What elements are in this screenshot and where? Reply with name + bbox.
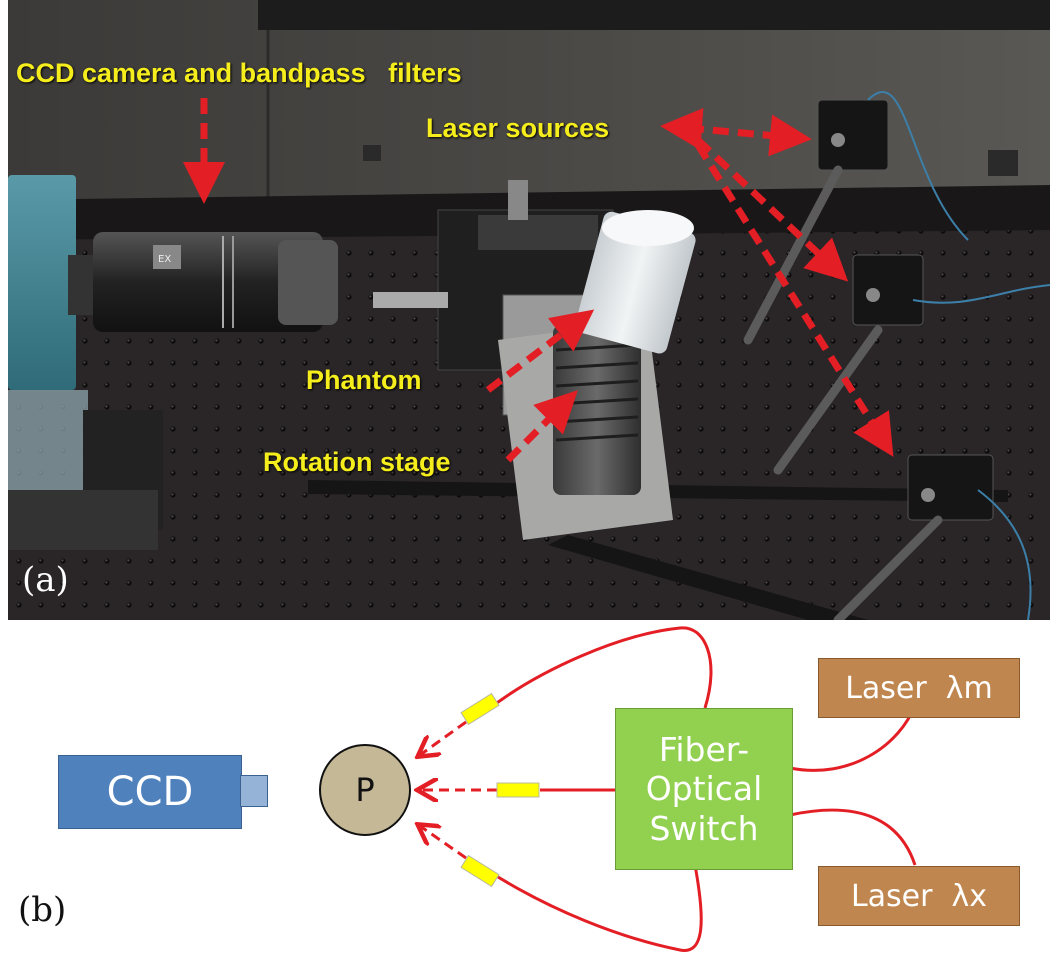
ccd-lens-nub (240, 775, 268, 807)
collimator-top (460, 692, 500, 726)
switch-label-line-3: Switch (649, 808, 759, 848)
phantom-label: P (355, 771, 375, 809)
phantom-circle (319, 744, 411, 836)
switch-label-line-1: Fiber- (658, 729, 750, 769)
photo-scene: EX (8, 0, 1050, 620)
fiber-laser-m (789, 704, 917, 772)
laser-m-label: Laser λm (845, 670, 993, 706)
ccd-box: CCD (58, 755, 242, 829)
rotation-stage-label: Rotation stage (263, 447, 451, 477)
switch-label-line-2: Optical (645, 769, 763, 809)
phantom-label: Phantom (306, 365, 422, 395)
ccd-label: CCD (106, 769, 194, 815)
fiber-laser-x (789, 808, 917, 866)
laser-x-box: Laser λx (818, 866, 1020, 926)
schematic-lines (319, 626, 917, 952)
phantom-box: P (320, 745, 410, 835)
fiber-top (489, 626, 713, 710)
laser-x-label: Laser λx (850, 878, 988, 914)
ccd-camera-label: CCD camera and bandpass filters (16, 58, 462, 88)
fiber-bottom (489, 864, 703, 952)
experimental-setup-photo: EX (8, 0, 1050, 620)
fiber-optical-switch: Fiber- Optical Switch (615, 708, 793, 870)
panel-b-label: (b) (18, 890, 67, 930)
panel-a-label: (a) (22, 560, 69, 600)
svg-text:EX: EX (158, 254, 171, 265)
collimator-bottom (460, 854, 500, 888)
collimator-middle (496, 782, 540, 798)
schematic-diagram: CCD P Fiber- Optical Switch Laser λm Las… (0, 620, 1050, 958)
laser-sources-label: Laser sources (426, 113, 610, 143)
laser-m-box: Laser λm (818, 658, 1020, 718)
